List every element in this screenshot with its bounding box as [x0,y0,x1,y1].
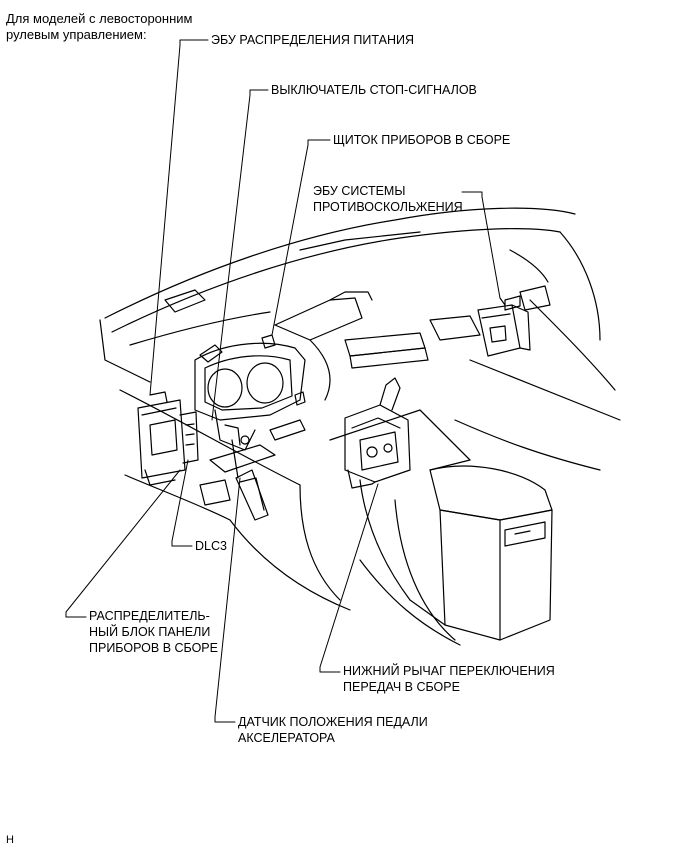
label-shift-lever: НИЖНИЙ РЫЧАГ ПЕРЕКЛЮЧЕНИЯ ПЕРЕДАЧ В СБОР… [343,663,555,695]
lhd-note-line-1: Для моделей с левосторонним [6,11,193,26]
label-shift-lever-line-2: ПЕРЕДАЧ В СБОРЕ [343,680,460,694]
accelerator-pedal-drawing [231,439,269,521]
label-skid-control-ecu: ЭБУ СИСТЕМЫ ПРОТИВОСКОЛЬЖЕНИЯ [313,183,463,215]
label-skid-control-ecu-line-2: ПРОТИВОСКОЛЬЖЕНИЯ [313,200,463,214]
skid-ecu-drawing [477,297,531,357]
label-accelerator-sensor-line-2: АКСЕЛЕРАТОРА [238,731,335,745]
lhd-note-line-2: рулевым управлением: [6,27,147,42]
label-junction-block-line-3: ПРИБОРОВ В СБОРЕ [89,641,218,655]
center-console [329,409,553,646]
label-stop-lamp-switch: ВЫКЛЮЧАТЕЛЬ СТОП-СИГНАЛОВ [271,83,477,97]
label-junction-block-line-1: РАСПРЕДЕЛИТЕЛЬ- [89,609,210,623]
label-power-distribution-ecu: ЭБУ РАСПРЕДЕЛЕНИЯ ПИТАНИЯ [211,33,414,47]
shift-lever-drawing [344,377,411,489]
leader-lines [65,39,501,723]
label-junction-block: РАСПРЕДЕЛИТЕЛЬ- НЫЙ БЛОК ПАНЕЛИ ПРИБОРОВ… [89,608,218,656]
label-dlc3: DLC3 [195,539,227,553]
corner-mark: H [6,834,14,846]
junction-block-drawing [137,391,199,486]
label-instrument-cluster: ЩИТОК ПРИБОРОВ В СБОРЕ [333,133,511,147]
dashboard-outline [99,207,621,611]
instrument-cluster-drawing [194,334,306,451]
label-junction-block-line-2: НЫЙ БЛОК ПАНЕЛИ [89,625,211,639]
label-skid-control-ecu-line-1: ЭБУ СИСТЕМЫ [313,184,406,198]
label-accelerator-sensor: ДАТЧИК ПОЛОЖЕНИЯ ПЕДАЛИ АКСЕЛЕРАТОРА [238,714,428,746]
label-accelerator-sensor-line-1: ДАТЧИК ПОЛОЖЕНИЯ ПЕДАЛИ [238,715,428,729]
lhd-note: Для моделей с левосторонним рулевым упра… [6,11,192,43]
label-shift-lever-line-1: НИЖНИЙ РЫЧАГ ПЕРЕКЛЮЧЕНИЯ [343,664,555,678]
